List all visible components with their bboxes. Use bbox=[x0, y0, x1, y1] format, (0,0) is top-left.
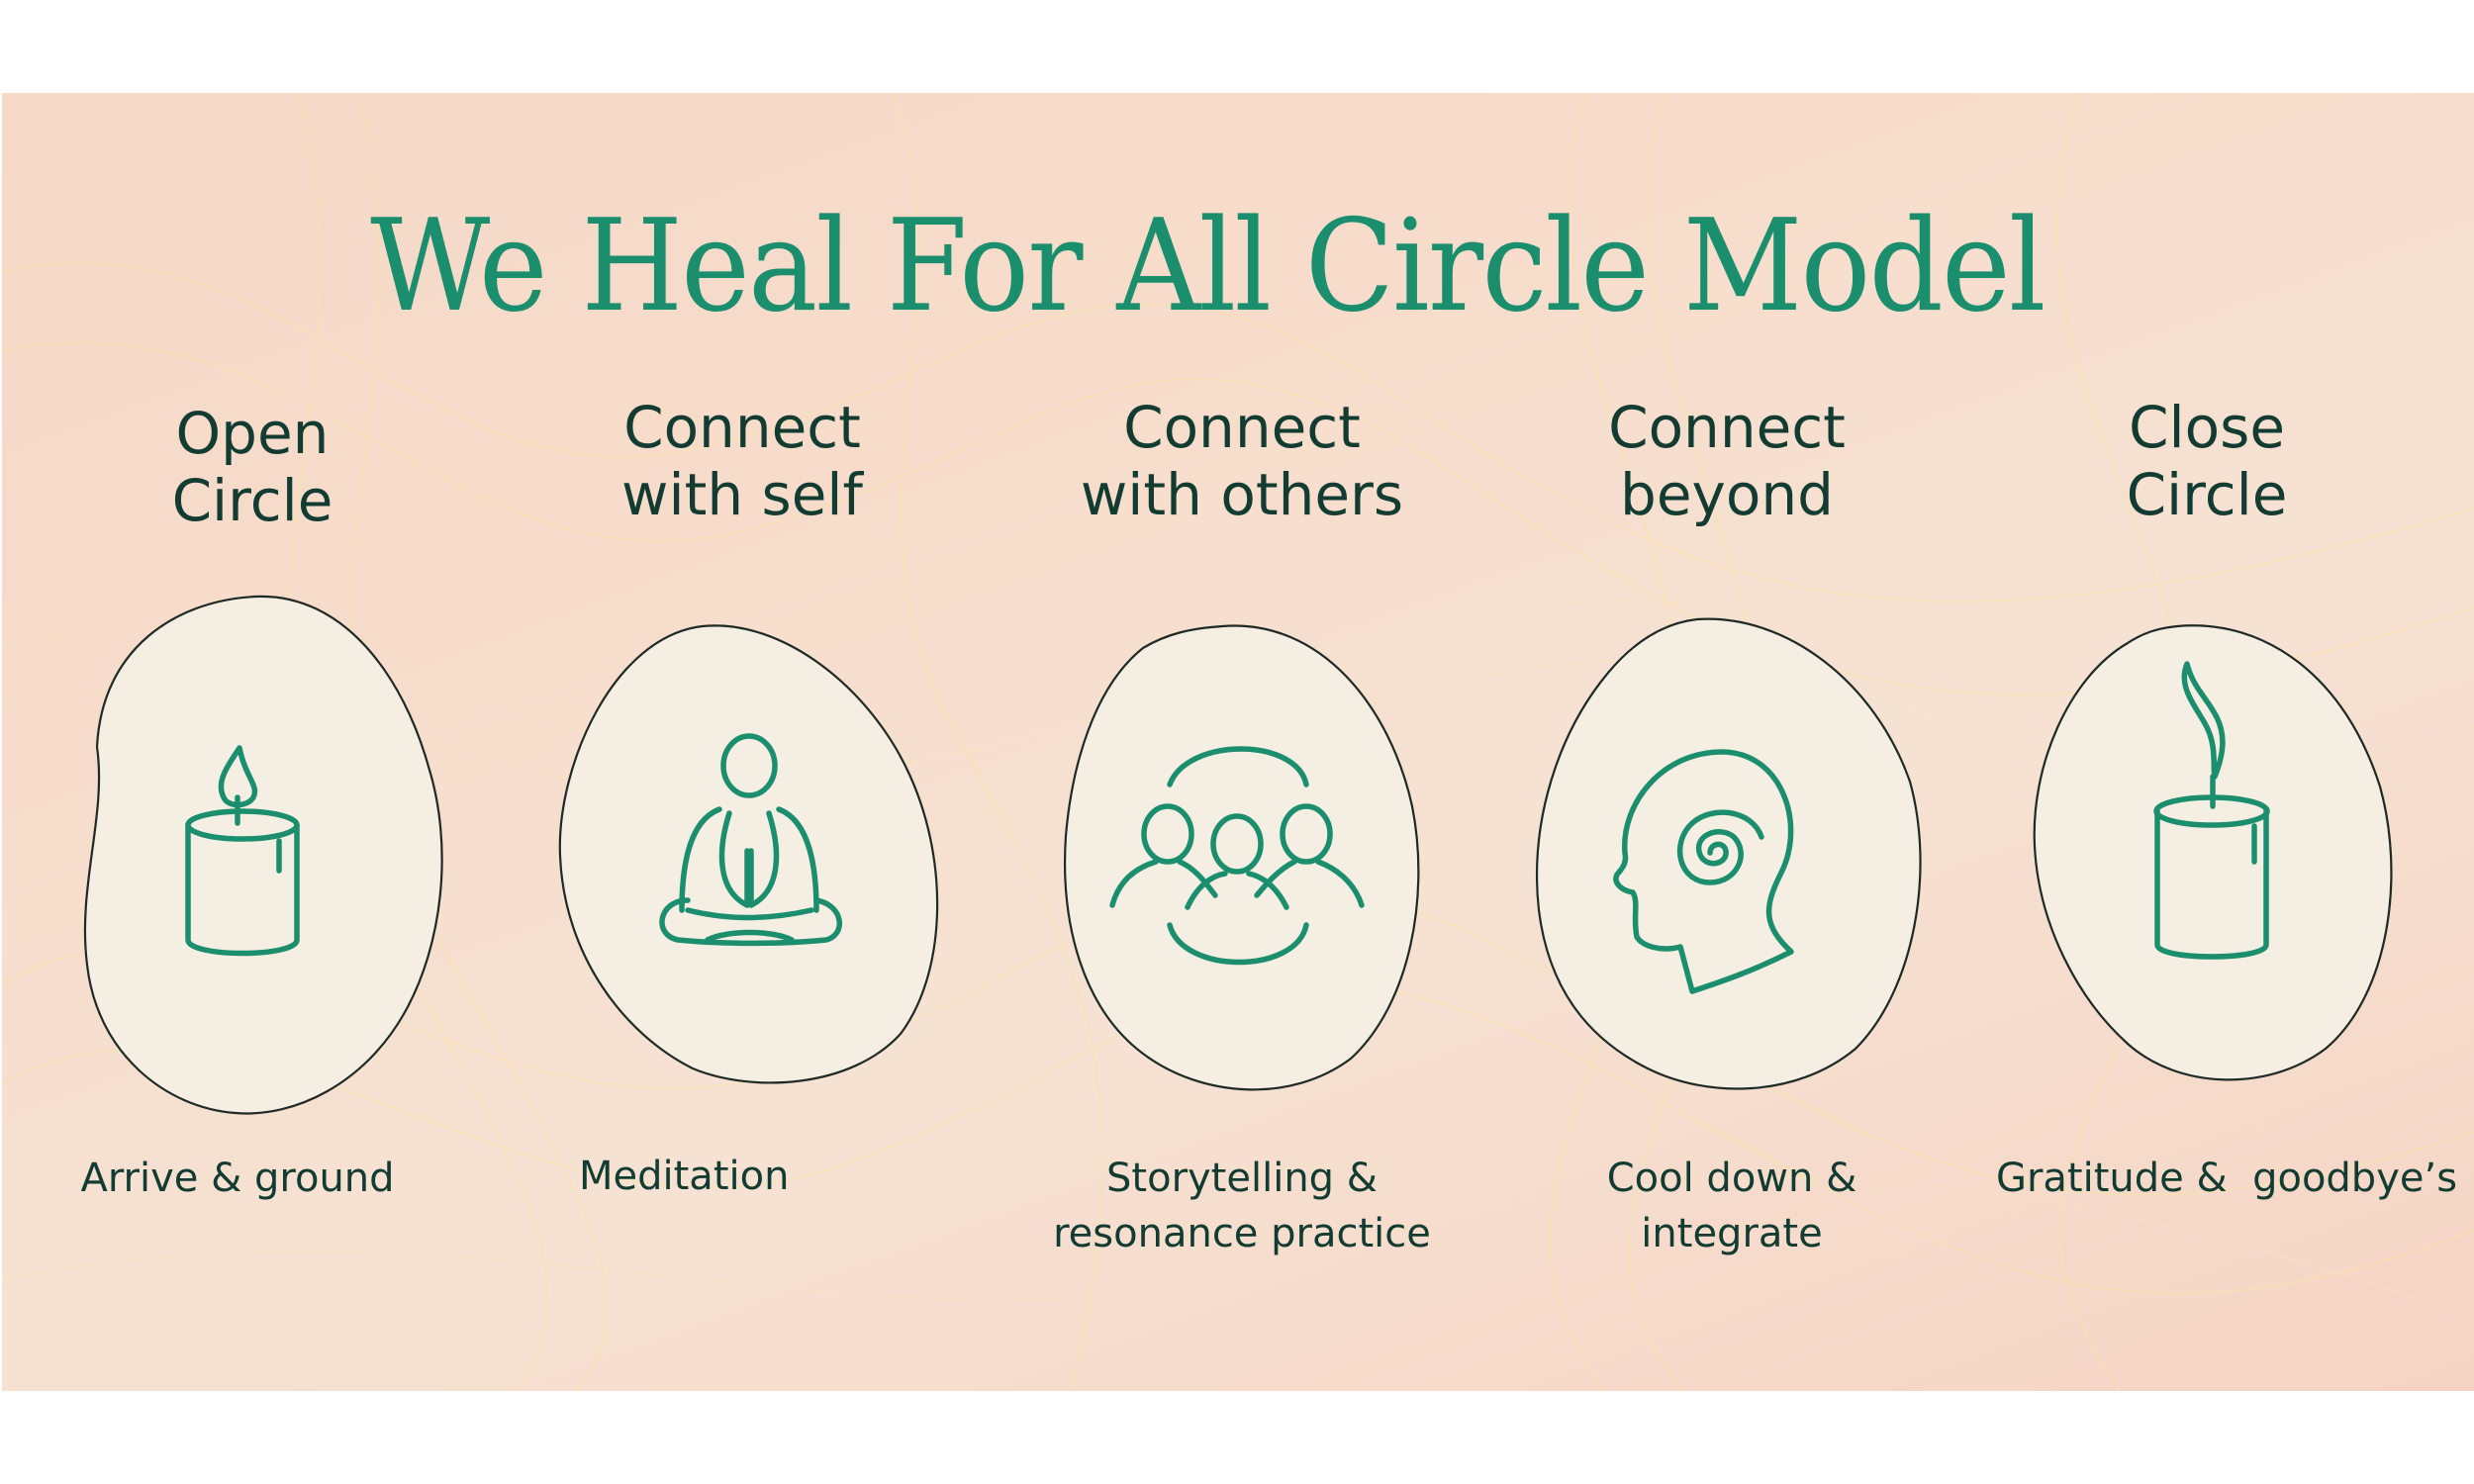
candle-smoke-icon bbox=[2153, 661, 2270, 960]
step-caption: Arrive & ground bbox=[80, 1156, 395, 1201]
head-spiral-icon bbox=[1613, 749, 1794, 994]
step-caption: Meditation bbox=[579, 1154, 790, 1199]
candle-lit-icon bbox=[185, 745, 300, 957]
step-caption: Cool down & integrate bbox=[1606, 1156, 1857, 1256]
step-caption: Storytelling & resonance practice bbox=[1053, 1156, 1431, 1256]
people-group-icon bbox=[1109, 746, 1365, 966]
step-blob bbox=[2033, 624, 2393, 1081]
step-caption: Gratitude & goodbye’s bbox=[1995, 1156, 2458, 1201]
step-title: Close Circle bbox=[2126, 394, 2288, 528]
step-blob bbox=[1064, 624, 1420, 1091]
step-blob bbox=[83, 595, 443, 1115]
step-title: Open Circle bbox=[171, 400, 333, 534]
meditation-icon bbox=[659, 733, 843, 947]
page-title: We Heal For All Circle Model bbox=[370, 193, 2046, 340]
step-title: Connect with self bbox=[621, 394, 863, 528]
step-title: Connect with others bbox=[1080, 394, 1404, 528]
step-title: Connect beyond bbox=[1608, 394, 1846, 528]
